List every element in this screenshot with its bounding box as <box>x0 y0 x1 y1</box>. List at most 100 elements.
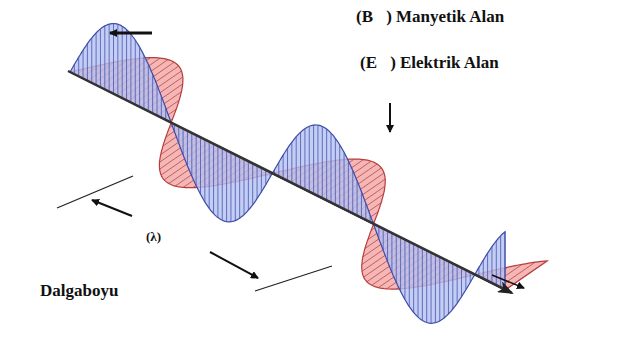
hatch-line <box>309 126 310 192</box>
propagation-axis <box>68 71 512 293</box>
hatch-line <box>235 155 236 221</box>
vector-symbol: (B⃗) <box>356 8 392 27</box>
hatch-line <box>278 162 279 176</box>
hatch-line <box>300 132 301 187</box>
vector-symbol: (E⃗) <box>360 54 396 73</box>
wavelength-mark <box>57 176 133 208</box>
hatch-line <box>87 44 88 81</box>
hatch-line <box>457 266 458 303</box>
hatch-line <box>448 262 449 314</box>
hatch-line <box>213 144 214 214</box>
hatch-line <box>313 125 314 194</box>
hatch-line <box>331 133 332 203</box>
hatch-line <box>100 29 101 87</box>
pointer-arrow <box>210 252 258 278</box>
hatch-line <box>352 170 353 213</box>
wavelength-mark <box>255 266 332 291</box>
hatch-line <box>183 129 184 155</box>
hatch-line <box>426 251 427 323</box>
hatch-line <box>239 157 240 218</box>
hatch-line <box>78 57 79 76</box>
hatch-line <box>431 253 432 323</box>
field-label: Manyetik Alan <box>396 8 504 27</box>
hatch-line <box>265 170 266 185</box>
hatch-line <box>157 85 158 116</box>
hatch-line <box>348 161 349 212</box>
pointer-arrow <box>389 103 391 132</box>
hatch-line <box>322 126 323 198</box>
hatch-line <box>126 30 127 101</box>
hatch-line <box>483 260 484 279</box>
hatch-line <box>178 127 179 144</box>
hatch-line <box>287 148 288 181</box>
hatch-line <box>505 261 547 290</box>
hatch-line <box>452 264 453 309</box>
hatch-line <box>422 249 423 321</box>
magnetic-field-hatch <box>74 24 505 324</box>
hatch-line <box>117 24 118 96</box>
hatch-line <box>361 192 362 218</box>
hatch-line <box>487 253 488 281</box>
hatch-line <box>317 125 318 196</box>
hatch-line <box>261 168 262 192</box>
hatch-line <box>152 74 153 113</box>
wavelength-label: Dalgaboyu <box>40 282 118 301</box>
hatch-line <box>204 140 205 202</box>
hatch-line <box>196 135 197 185</box>
pointer-arrow <box>492 275 524 288</box>
magnetic-field-wave <box>70 24 505 324</box>
hatch-line <box>304 129 305 190</box>
hatch-line <box>209 142 210 209</box>
hatch-line <box>378 227 379 239</box>
hatch-line <box>461 268 462 297</box>
hatch-line <box>222 148 223 220</box>
hatch-line <box>357 181 358 216</box>
hatch-line <box>226 150 227 221</box>
hatch-line <box>470 273 471 283</box>
hatch-line <box>387 231 388 261</box>
hatch-line <box>396 236 397 283</box>
hatch-line <box>187 131 188 166</box>
hatch-line <box>191 133 192 176</box>
hatch-line <box>230 153 231 222</box>
hatch-line <box>283 155 284 179</box>
pointer-arrow <box>92 200 132 216</box>
hatch-line <box>104 26 105 90</box>
hatch-line <box>435 255 436 323</box>
hatch-line <box>444 259 445 318</box>
hatch-line <box>365 203 366 220</box>
hatch-line <box>344 152 345 209</box>
hatch-line <box>339 145 340 207</box>
hatch-line <box>135 40 136 105</box>
pointer-arrow <box>110 32 152 35</box>
wavelength-symbol: (λ) <box>146 230 161 244</box>
hatch-line <box>409 242 410 307</box>
hatch-line <box>291 142 292 183</box>
hatch-line <box>165 108 166 120</box>
hatch-line <box>91 38 92 83</box>
hatch-line <box>252 164 253 205</box>
hatch-line <box>391 233 392 272</box>
hatch-line <box>500 236 501 288</box>
hatch-line <box>296 137 297 186</box>
hatch-line <box>130 34 131 102</box>
hatch-line <box>248 161 249 210</box>
hatch-line <box>83 50 84 78</box>
hatch-line <box>439 257 440 321</box>
hatch-line <box>200 137 201 194</box>
hatch-line <box>383 229 384 250</box>
hatch-line <box>244 159 245 214</box>
hatch-line <box>109 24 110 92</box>
hatch-line <box>217 146 218 217</box>
hatch-line <box>413 244 414 312</box>
hatch-line <box>418 246 419 317</box>
hatch-line <box>143 55 144 109</box>
hatch-line <box>96 33 97 85</box>
hatch-line <box>465 270 466 289</box>
hatch-line <box>139 47 140 107</box>
hatch-line <box>496 241 497 286</box>
field-label: Elektrik Alan <box>400 54 499 73</box>
hatch-line <box>404 240 405 300</box>
hatch-line <box>326 129 327 201</box>
